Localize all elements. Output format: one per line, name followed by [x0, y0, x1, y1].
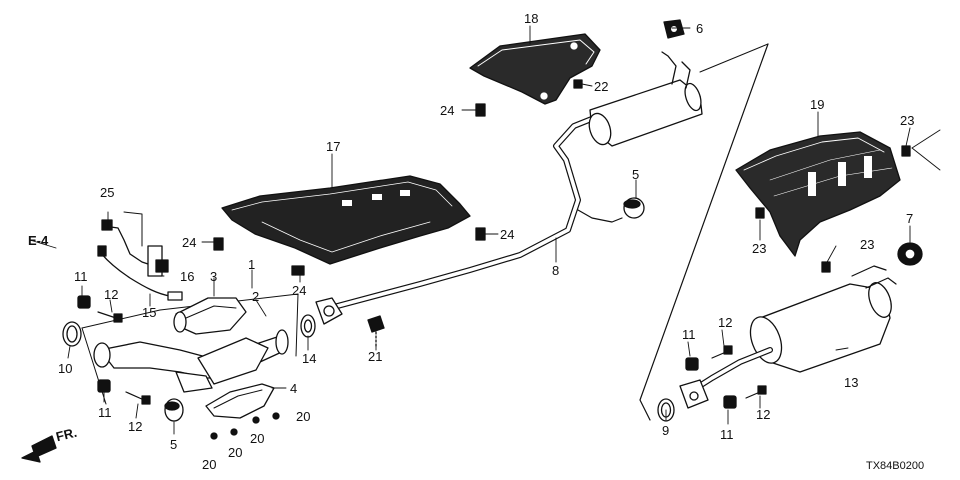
callout-12-a: 12: [104, 287, 119, 302]
callout-14: 14: [302, 351, 317, 366]
rubber-mount-7: [897, 242, 923, 266]
heat-shield-right: [735, 131, 901, 257]
callout-5-lower: 5: [170, 437, 178, 452]
callout-3: 3: [210, 269, 218, 284]
callout-20-a: 20: [202, 457, 217, 472]
callout-20-b: 20: [228, 445, 243, 460]
oxygen-sensor-16: [103, 211, 169, 277]
oxygen-sensor-15: [97, 245, 183, 301]
callout-17: 17: [326, 139, 341, 154]
callout-24-a: 24: [440, 103, 455, 118]
gasket-10: [62, 321, 82, 347]
callout-18: 18: [524, 11, 539, 26]
callout-23-c: 23: [860, 237, 875, 252]
callout-10: 10: [58, 361, 73, 376]
callout-11-d: 11: [720, 427, 734, 442]
callout-16: 16: [180, 269, 195, 284]
callout-24-d: 24: [292, 283, 307, 298]
exhaust-pipe-middle: [315, 115, 623, 325]
rubber-mount-5-upper: [623, 197, 645, 219]
callout-20-c: 20: [250, 431, 265, 446]
callout-21: 21: [368, 349, 383, 364]
diagram-code: TX84B0200: [866, 460, 925, 472]
callout-12-d: 12: [756, 407, 771, 422]
callout-1: 1: [248, 257, 256, 272]
nut-21: [367, 315, 385, 347]
callout-25: 25: [100, 185, 115, 200]
rubber-mount-5-lower: [164, 398, 184, 422]
resonator: [588, 51, 703, 147]
converter-heat-shield: [205, 383, 275, 419]
callout-7: 7: [906, 211, 914, 226]
section-reference: E-4: [28, 233, 49, 248]
callout-5-upper: 5: [632, 167, 640, 182]
callout-11-a: 11: [74, 269, 88, 284]
nut-11-group: [77, 295, 737, 409]
callout-11-b: 11: [98, 405, 112, 420]
bolt-12-group: [97, 311, 767, 405]
callout-20-d: 20: [296, 409, 311, 424]
nut-22: [573, 79, 583, 89]
callout-13: 13: [844, 375, 859, 390]
heat-shield-middle: [221, 175, 471, 265]
section-divider: [639, 43, 769, 421]
callout-23-a: 23: [900, 113, 915, 128]
callout-4: 4: [290, 381, 298, 396]
callout-12-b: 12: [128, 419, 143, 434]
rubber-mount-6: [663, 19, 685, 39]
callout-23-b: 23: [752, 241, 767, 256]
callout-12-c: 12: [718, 315, 733, 330]
callout-2: 2: [252, 289, 260, 304]
callout-24-b: 24: [182, 235, 197, 250]
callout-6: 6: [696, 21, 704, 36]
leader-lines: [29, 25, 941, 435]
callout-22: 22: [594, 79, 609, 94]
callout-11-c: 11: [682, 327, 696, 342]
callout-9: 9: [662, 423, 670, 438]
main-muffler: [679, 265, 897, 409]
converter-assembly: [81, 293, 299, 405]
callout-15: 15: [142, 305, 157, 320]
catalytic-converter: [173, 297, 247, 335]
callout-24-c: 24: [500, 227, 515, 242]
heat-shield-upper: [469, 33, 601, 105]
gasket-14: [300, 314, 316, 338]
bolt-25: [101, 219, 113, 231]
callout-19: 19: [810, 97, 825, 112]
front-direction-arrow: [21, 435, 57, 463]
bolt-20-group: [210, 412, 280, 440]
callout-8: 8: [552, 263, 560, 278]
